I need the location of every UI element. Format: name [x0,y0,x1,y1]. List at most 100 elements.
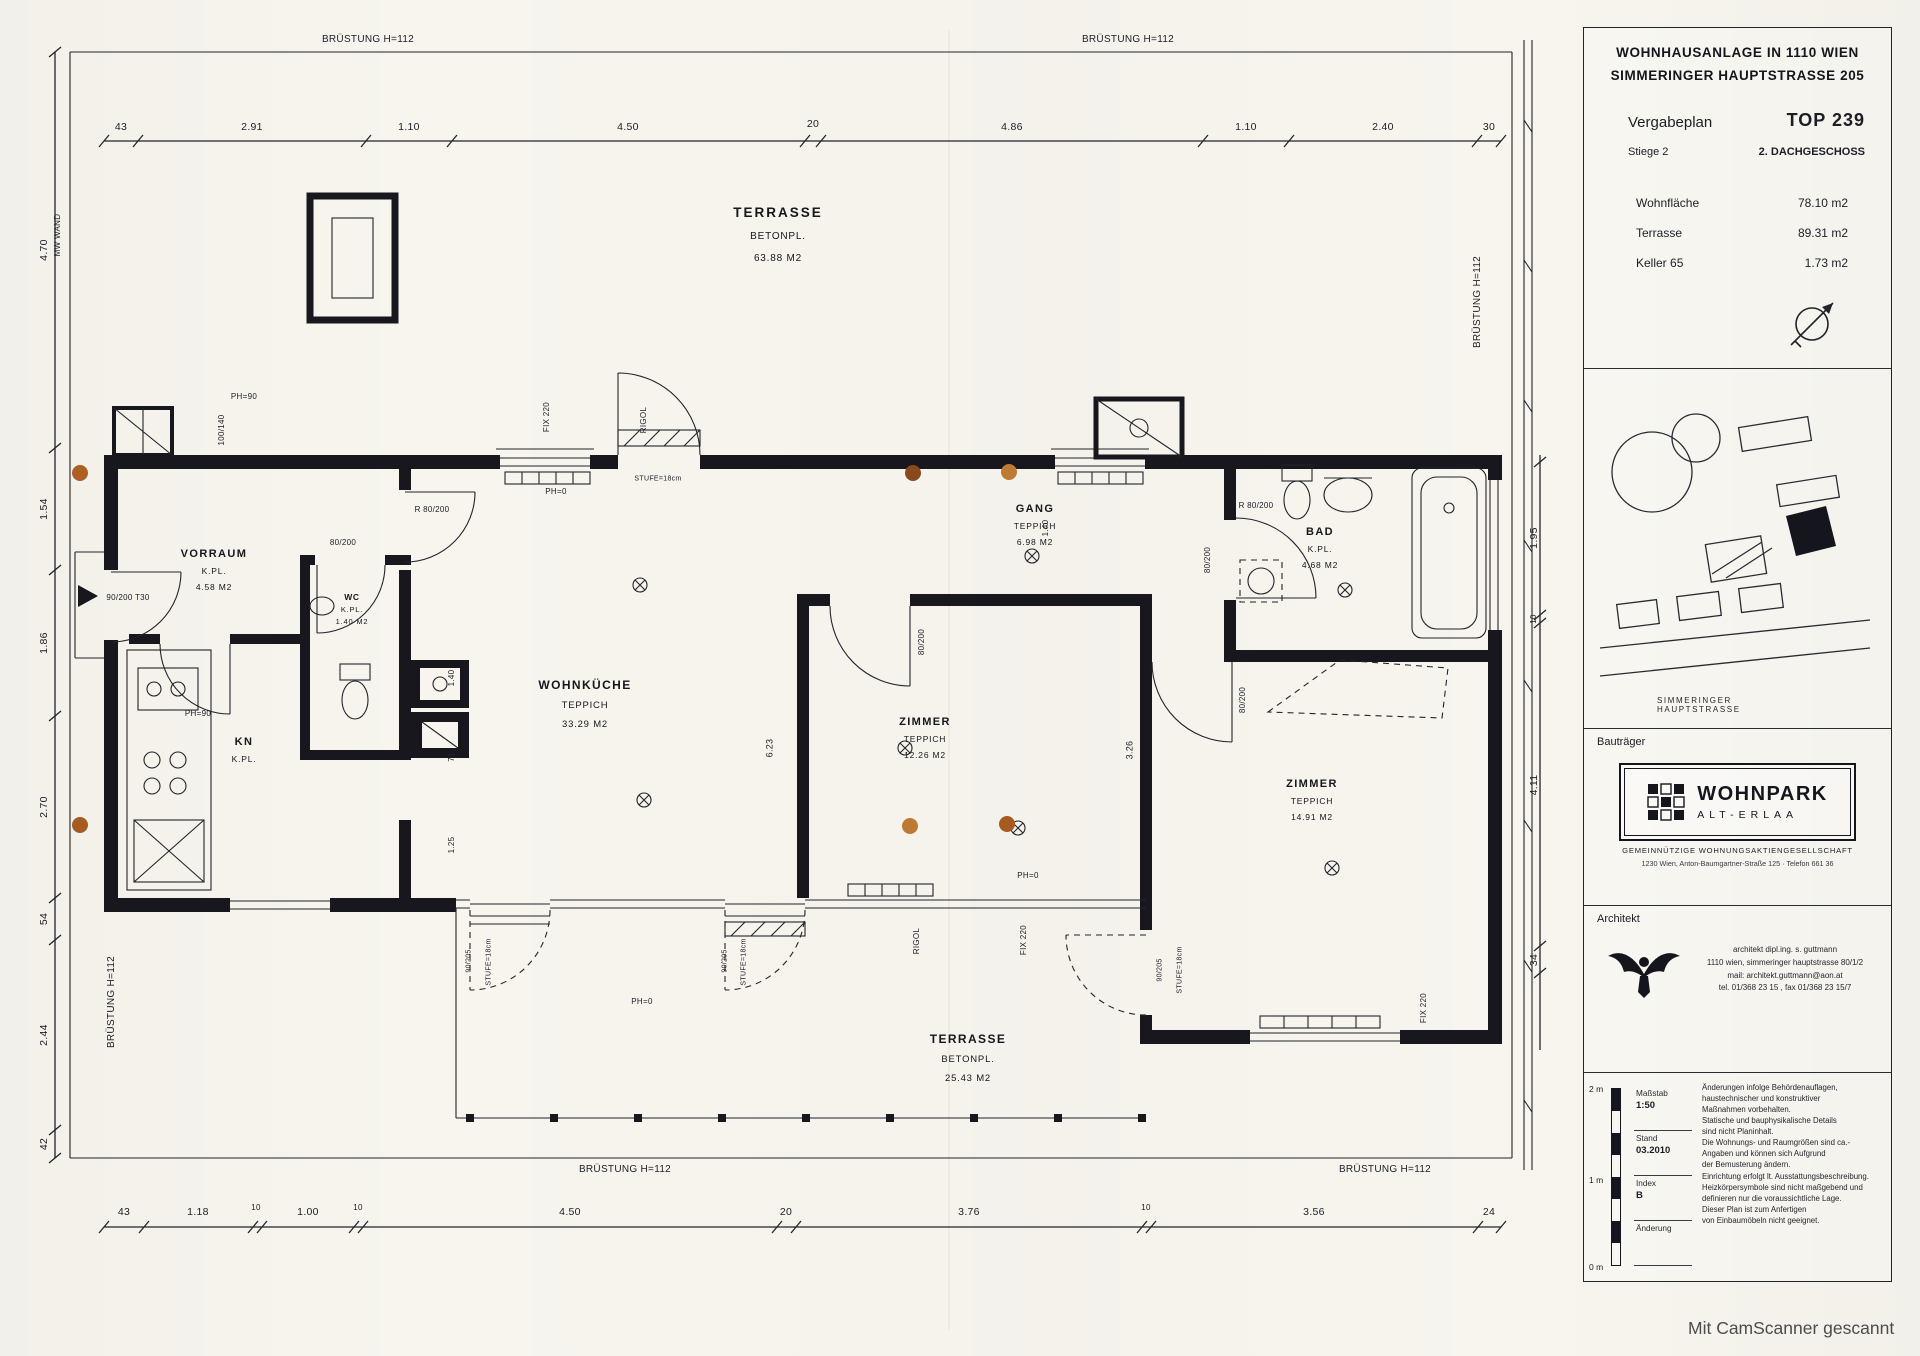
architect-eagle-logo [1608,953,1680,998]
dim-label: 54 [37,912,50,926]
bautraeger-logo: WOHNPARK ALT-ERLAA [1619,763,1856,841]
project-title: WOHNHAUSANLAGE IN 1110 WIEN SIMMERINGER … [1610,45,1865,83]
scale-bar [1611,1088,1621,1266]
terrace-parapets [69,40,1533,1170]
bautraeger-subline: GEMEINNÜTZIGE WOHNUNGSAKTIENGESELLSCHAFT [1622,846,1853,855]
annotation-label: RIGOL [639,406,648,434]
parapet-label: BRÜSTUNG H=112 [321,34,415,45]
annotation-label: STUFE=18cm [740,938,748,986]
annotation-label: PH=0 [1017,871,1039,880]
dim-label: 4.11 [1527,774,1540,796]
dim-label: 4.50 [559,1205,581,1218]
dim-label: 1.86 [37,632,50,654]
terrace-edge [456,1114,1146,1122]
stiege-label: Stiege 2 [1628,146,1669,158]
annotation-label: R 80/200 [414,505,450,514]
parapet-label: BRÜSTUNG H=112 [1338,1164,1432,1175]
plan-meta: Maßstab 1:50 Stand 03.2010 Index B Änder… [1634,1086,1692,1266]
annotation-label: FIX 220 [542,401,551,433]
room-label-zimmer-rechts: ZIMMER TEPPICH 14.91 M2 [1286,778,1338,822]
terrace-door-swings [469,659,1449,1016]
floor-label: 2. DACHGESCHOSS [1758,146,1865,158]
annotation-label: 80/200 [1203,546,1212,574]
plan-type-label: Vergabeplan [1628,114,1713,131]
dim-label: 1.54 [37,498,50,520]
chimney-blocks [112,192,1185,460]
dim-label: 4.86 [1001,120,1023,133]
windows [230,448,1499,1118]
room-label-terrasse-unten: TERRASSE BETONPL. 25.43 M2 [929,1032,1007,1084]
divider [1584,1072,1891,1073]
dim-label: 10 [1529,614,1538,624]
area-row: Wohnfläche 78.10 m2 [1636,196,1848,210]
annotation-label: STUFE=18cm [1176,946,1184,994]
annotation-label: FIX 220 [1419,992,1428,1024]
annotation-label: PH=90 [184,709,212,718]
annotation-label: STUFE=18cm [634,475,682,483]
parapet-label: BRÜSTUNG H=112 [1472,255,1483,349]
meta-aenderung: Änderung [1634,1221,1692,1266]
annotation-label: 90/200 T30 [106,593,150,602]
rigol-strips [617,429,806,937]
annotation-label: 1.40 [1041,519,1050,537]
room-label-zimmer-mitte: ZIMMER TEPPICH 12.26 M2 [899,716,951,760]
dim-label: 4.70 [37,239,50,261]
scale-label-1m: 1 m [1589,1175,1604,1185]
annotation-label: R 80/200 [1238,501,1274,510]
dim-label: 43 [117,1205,131,1218]
annotation-label: STUFE=18cm [485,938,493,986]
parapet-label: BRÜSTUNG H=112 [578,1164,672,1175]
dim-label: 2.91 [241,120,263,133]
scale-label-2m: 2 m [1589,1084,1604,1094]
dim-label: 2.44 [37,1024,50,1046]
room-label-kn: KN K.PL. [231,736,257,764]
room-label-vorraum: VORRAUM K.PL. 4.58 M2 [180,548,248,592]
area-row: Terrasse 89.31 m2 [1636,226,1848,240]
annotation-label: PH=0 [545,487,567,496]
annotation-label: 80/200 [917,628,926,656]
dim-label: 1.00 [297,1205,319,1218]
annotation-label: 3.26 [1124,740,1135,760]
meta-massstab: Maßstab 1:50 [1634,1086,1692,1131]
dim-label: 1.95 [1527,527,1540,549]
annotation-label: 6.23 [764,738,775,758]
dim-label: 42 [37,1137,50,1151]
bautraeger-address: 1230 Wien, Anton-Baumgartner-Straße 125 … [1641,859,1834,868]
annotation-label: PH=0 [631,997,653,1006]
door-swings [110,372,1317,743]
title-block: WOHNHAUSANLAGE IN 1110 WIEN SIMMERINGER … [1583,27,1892,1282]
entry-vestibule [74,551,104,659]
scan-marker-dots [72,464,1017,834]
annotation-label: FIX 220 [1019,924,1028,956]
wohnpark-grid-icon [1647,783,1685,821]
room-label-bad: BAD K.PL. 4.68 M2 [1301,526,1339,570]
wall-note-label: MW WAND [53,213,62,257]
dimension-chains [48,46,1547,1234]
parapet-label: BRÜSTUNG H=112 [1081,34,1175,45]
architekt-section-label: Architekt [1597,913,1640,925]
annotation-label: PH=90 [230,392,258,401]
plan-notes: Änderungen infolge Behördenauflagen, hau… [1702,1083,1869,1225]
kitchen-fixtures [126,649,212,891]
walls [104,455,1502,1044]
annotation-label: 80/200 [1238,686,1247,714]
room-label-terrasse-top: TERRASSE BETONPL. 63.88 M2 [733,205,823,264]
dim-label: 34 [1527,953,1540,967]
dim-label: 10 [1141,1203,1151,1212]
meta-index: Index B [1634,1176,1692,1221]
dim-label: 10 [251,1203,261,1212]
area-row: Keller 65 1.73 m2 [1636,256,1848,270]
parapet-label: BRÜSTUNG H=112 [106,955,117,1049]
dim-label: 2.70 [37,796,50,818]
annotation-label: 90/205 [465,949,473,973]
meta-stand: Stand 03.2010 [1634,1131,1692,1176]
dim-label: 20 [806,117,820,130]
dim-label: 3.56 [1303,1205,1325,1218]
bautraeger-section-label: Bauträger [1597,736,1646,748]
annotation-label: 1.40 [447,669,456,687]
architect-contact: architekt dipl.ing. s. guttmann 1110 wie… [1706,945,1864,993]
dim-label: 20 [779,1205,793,1218]
installation-shafts [420,668,460,749]
divider [1584,368,1891,369]
